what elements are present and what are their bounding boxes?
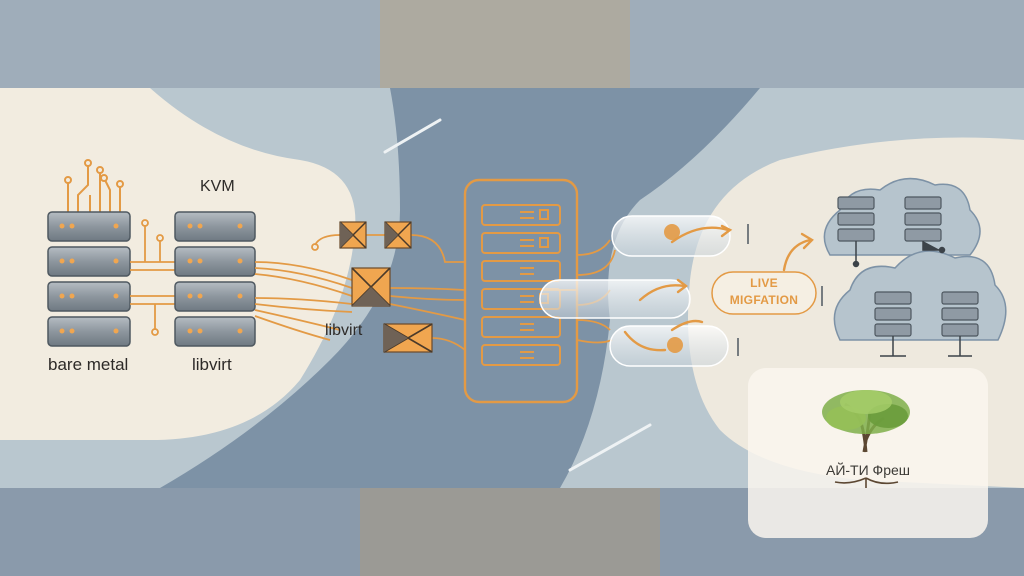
- server-rack-icon: [47, 316, 131, 347]
- logo-card: [748, 368, 988, 538]
- libvirt-middle-label: libvirt: [325, 322, 363, 339]
- live-migration-label: LIVE MIGFATION: [716, 275, 812, 309]
- live-migration-bubble: [711, 271, 817, 315]
- center-slate-band: [160, 88, 760, 488]
- fan-lines: [254, 234, 466, 351]
- kvm-label: KVM: [200, 178, 235, 195]
- libvirt-label: libvirt: [192, 355, 232, 374]
- arrow-icon: [670, 226, 730, 244]
- connector-lines: [130, 219, 175, 336]
- server-rack-icon: [174, 211, 256, 242]
- migration-pills: [539, 215, 823, 367]
- tree-logo-icon: [822, 390, 910, 488]
- arrow-icon: [782, 238, 812, 272]
- live-migration-line1: LIVE: [750, 276, 778, 290]
- envelope-icon: [351, 267, 391, 307]
- light-streak: [568, 423, 652, 472]
- envelope-icon: [384, 221, 412, 249]
- top-blur-accent: [380, 0, 630, 88]
- server-rack-icon: [174, 281, 256, 312]
- arrow-icon: [638, 284, 686, 302]
- kvm-server-stack: [174, 211, 256, 347]
- envelope-icon: [383, 323, 433, 353]
- light-streak: [383, 118, 442, 154]
- live-migration-line2: MIGFATION: [729, 293, 799, 307]
- envelope-icon: [339, 221, 367, 249]
- antenna-lines: [64, 159, 124, 212]
- cloud-connectors: [852, 241, 972, 357]
- server-rack-icon: [47, 211, 131, 242]
- cloud-server-stacks: [837, 196, 979, 337]
- server-rack-icon: [174, 246, 256, 277]
- arrow-icon: [623, 330, 667, 352]
- vm-pill: [539, 279, 691, 319]
- server-rack-icon: [174, 316, 256, 347]
- bare-metal-label: bare metal: [48, 355, 129, 374]
- logo-caption: АЙ-ТИ Фреш: [825, 462, 910, 478]
- bottom-blur-accent: [360, 488, 660, 576]
- central-server-rack-icon: [463, 178, 579, 404]
- bare-metal-server-stack: [47, 211, 131, 347]
